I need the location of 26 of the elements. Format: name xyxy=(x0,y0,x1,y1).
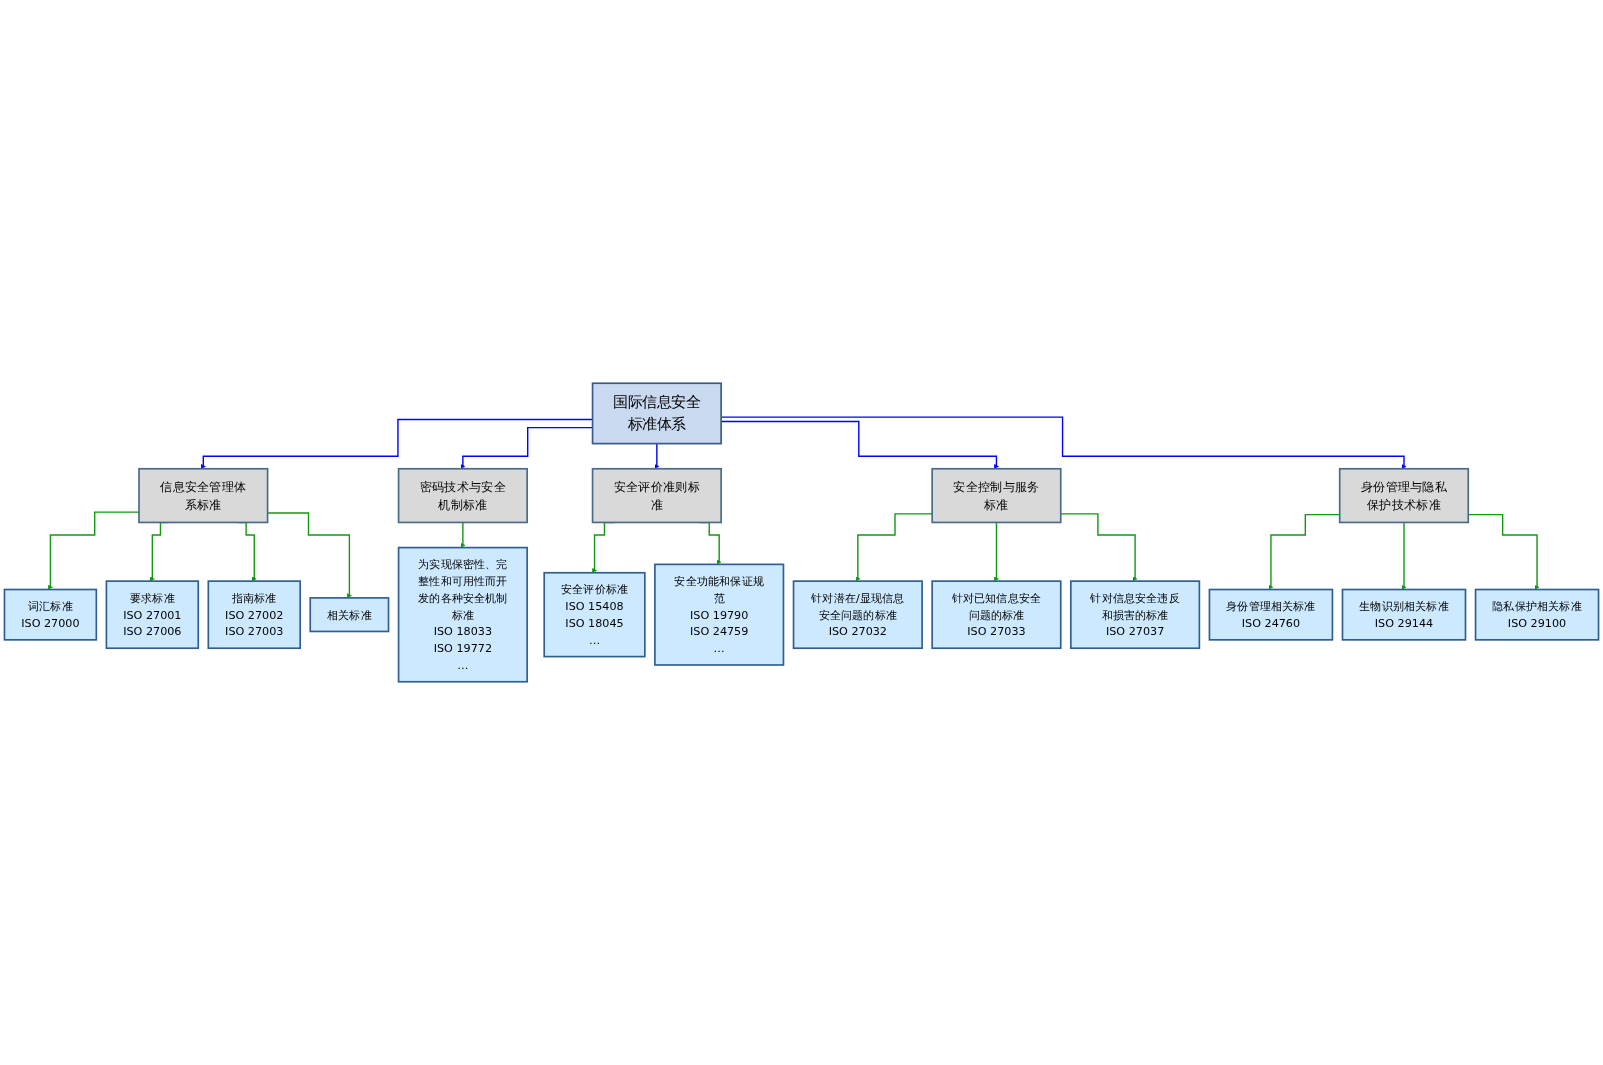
node-box: 安全评价标准 ISO 15408 ISO 18045 … xyxy=(543,571,646,658)
node-box: 生物识别相关标准 ISO 29144 xyxy=(1341,588,1467,641)
arrow xyxy=(1060,513,1138,582)
node-box: 相关标准 xyxy=(309,597,390,633)
node-box: 身份管理与隐私保护技术标准 xyxy=(1338,467,1470,524)
node-box: 密码技术与安全机制标准 xyxy=(397,467,528,524)
arrow xyxy=(1401,521,1407,590)
node-box: 隐私保护相关标准 ISO 29100 xyxy=(1474,588,1600,641)
node-box: 针对潜在/显现信息安全问题的标准 ISO 27032 xyxy=(792,580,923,650)
arrow xyxy=(47,511,140,590)
node-box: 针对已知信息安全问题的标准 ISO 27033 xyxy=(931,580,1062,650)
node-box: 安全控制与服务标准 xyxy=(931,467,1062,524)
node-box: 指南标准 ISO 27002 ISO 27003 xyxy=(207,580,302,650)
node-box: 安全评价准则标准 xyxy=(591,467,722,524)
node-box: 身份管理相关标准 ISO 24760 xyxy=(1208,588,1334,641)
node-box: 词汇标准 ISO 27000 xyxy=(3,588,98,641)
arrow xyxy=(994,521,999,582)
node-box: 信息安全管理体系标准 xyxy=(138,467,269,524)
arrow xyxy=(855,513,933,582)
node-box: 针对信息安全违反和损害的标准 ISO 27037 xyxy=(1069,580,1201,650)
arrow xyxy=(654,442,660,469)
arrow xyxy=(460,521,466,548)
node-box: 安全功能和保证规范 ISO 19790 ISO 24759 … xyxy=(654,563,785,666)
node-box: 为实现保密性、完整性和可用性而开发的各种安全机制标准 ISO 18033 ISO 19772 … xyxy=(397,546,528,683)
node-box: 国际信息安全标准体系 xyxy=(591,382,722,445)
node-box: 要求标准 ISO 27001 ISO 27006 xyxy=(105,580,200,650)
